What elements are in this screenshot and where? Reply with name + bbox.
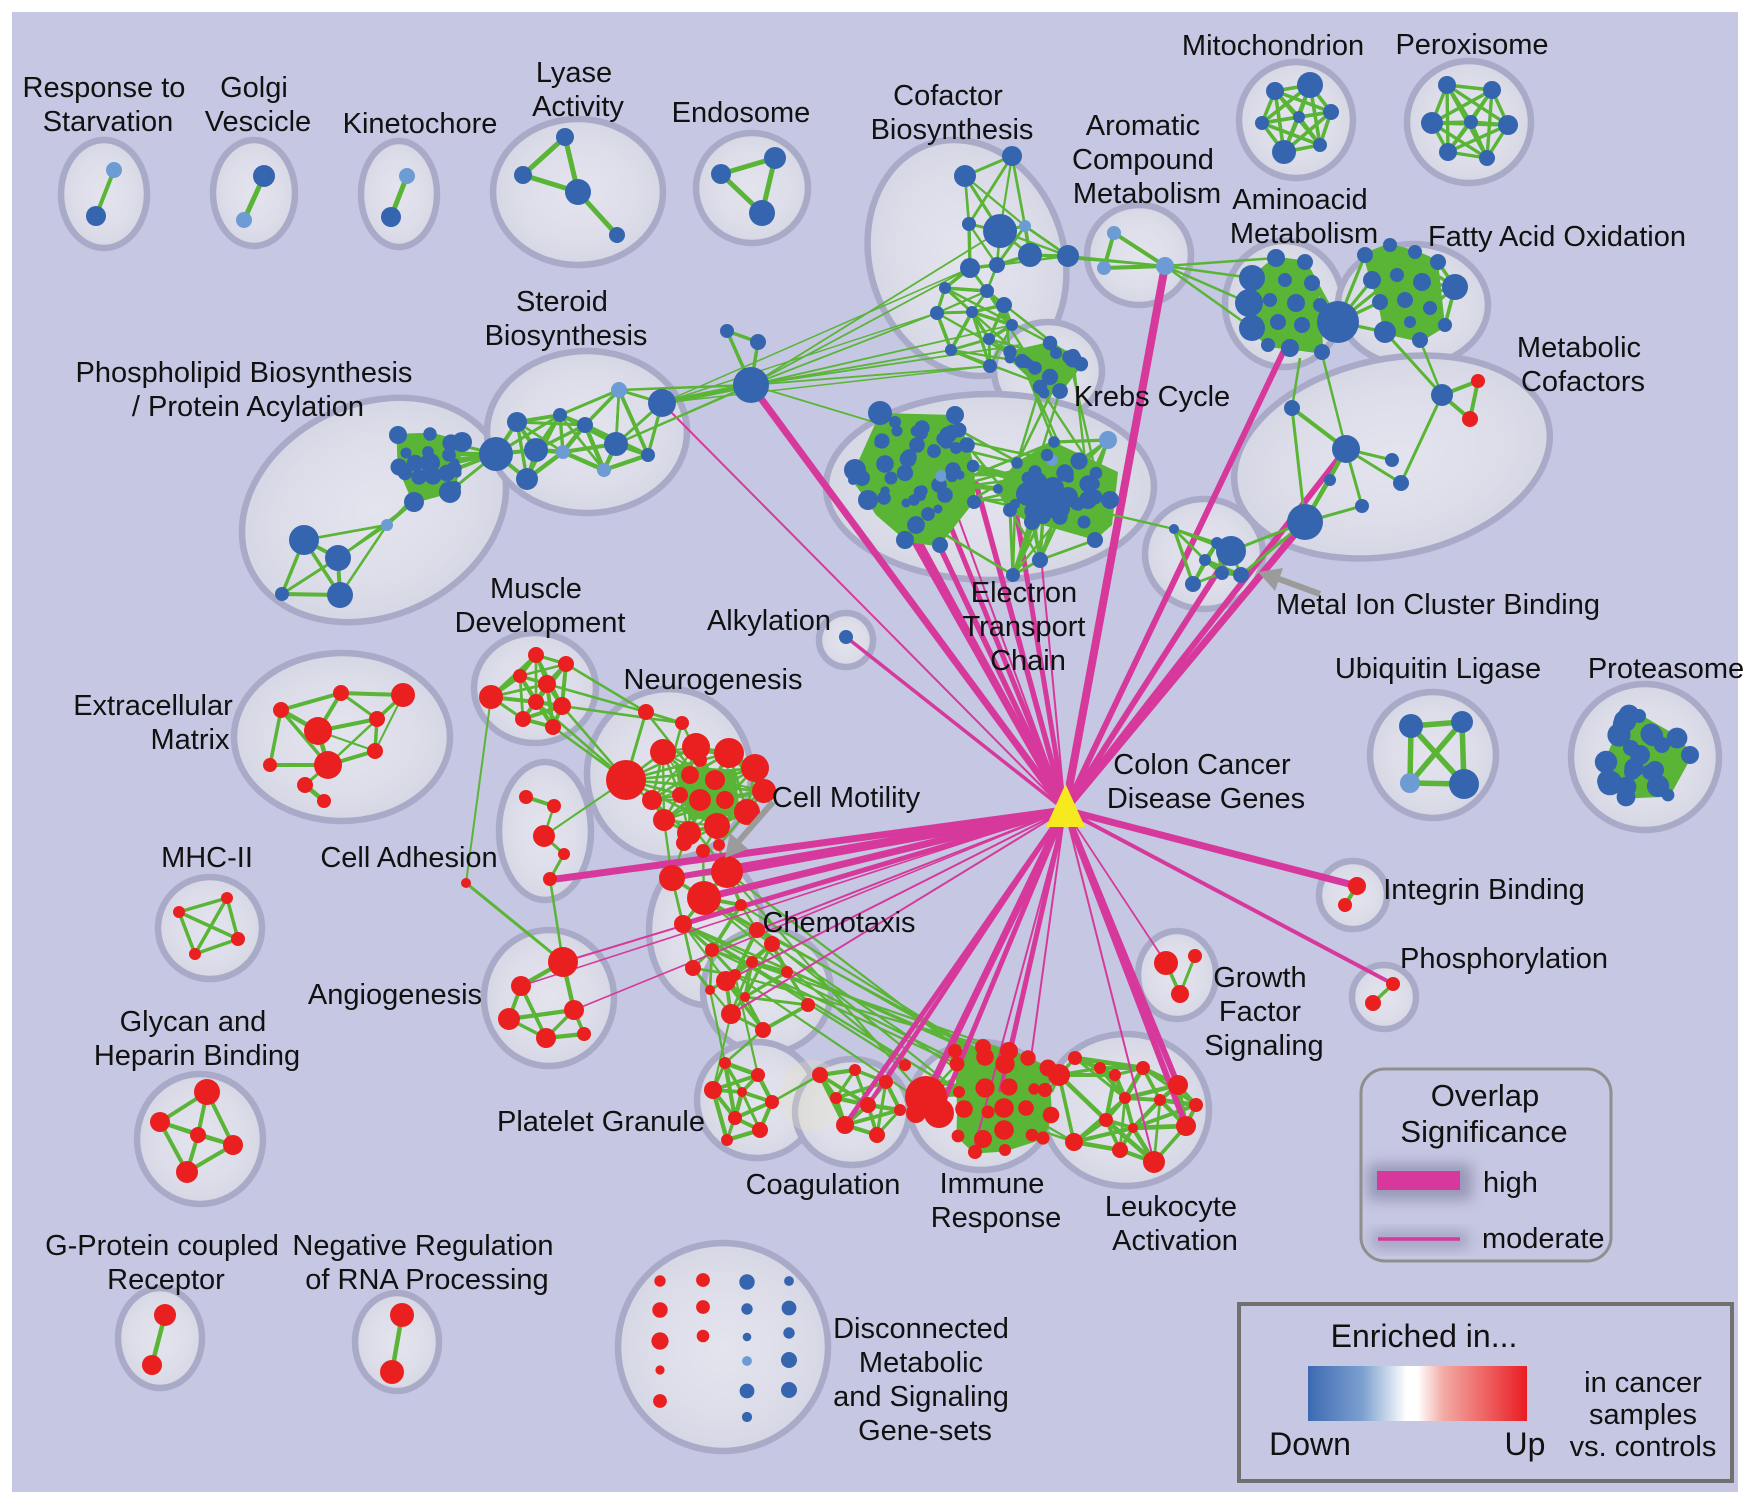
svg-text:Steroid Biosynthesis: Steroid Biosynthesis bbox=[485, 286, 648, 352]
svg-text:Matrix: Matrix bbox=[151, 724, 230, 756]
svg-text:Overlap: Overlap bbox=[1431, 1078, 1540, 1113]
svg-text:Phosphorylation: Phosphorylation bbox=[1400, 943, 1608, 975]
svg-text:Down: Down bbox=[1269, 1426, 1351, 1462]
svg-text:high: high bbox=[1483, 1167, 1538, 1199]
svg-text:Electron Transport Chain: Electron Transport Chain bbox=[962, 577, 1093, 677]
svg-text:Immune Response: Immune Response bbox=[931, 1168, 1062, 1234]
svg-text:Muscle Development: Muscle Development bbox=[455, 573, 626, 639]
svg-text:Alkylation: Alkylation bbox=[707, 605, 831, 637]
svg-text:Glycan and Heparin Binding: Glycan and Heparin Binding bbox=[94, 1006, 300, 1072]
svg-text:Peroxisome: Peroxisome bbox=[1395, 29, 1548, 61]
svg-text:Krebs Cycle: Krebs Cycle bbox=[1074, 381, 1230, 413]
svg-text:Kinetochore: Kinetochore bbox=[343, 108, 498, 140]
svg-text:G-Protein coupled Receptor: G-Protein coupled Receptor bbox=[45, 1230, 287, 1296]
svg-text:Integrin Binding: Integrin Binding bbox=[1383, 874, 1585, 906]
svg-text:Platelet Granule: Platelet Granule bbox=[497, 1106, 705, 1138]
svg-text:Negative Regulation of RNA Pro: Negative Regulation of RNA Processing bbox=[292, 1230, 561, 1296]
svg-text:Response to Starvation: Response to Starvation bbox=[23, 72, 194, 138]
svg-text:Disconnected Metabolic and Sig: Disconnected Metabolic and Signaling Gen… bbox=[833, 1313, 1017, 1447]
svg-text:Lyase Activity: Lyase Activity bbox=[532, 57, 624, 123]
svg-text:MHC-II: MHC-II bbox=[161, 842, 253, 874]
svg-text:moderate: moderate bbox=[1482, 1223, 1605, 1255]
svg-text:Leukocyte Activation: Leukocyte Activation bbox=[1105, 1191, 1245, 1257]
svg-text:Aminoacid Metabolism: Aminoacid Metabolism bbox=[1230, 184, 1378, 250]
svg-text:Cell Adhesion: Cell Adhesion bbox=[320, 842, 497, 874]
svg-text:Neurogenesis: Neurogenesis bbox=[624, 664, 803, 696]
svg-text:Growth Factor Signaling: Growth Factor Signaling bbox=[1204, 962, 1323, 1062]
svg-text:Angiogenesis: Angiogenesis bbox=[308, 979, 482, 1011]
svg-text:Phospholipid Biosynthesis / Pr: Phospholipid Biosynthesis / Protein Acyl… bbox=[76, 357, 421, 423]
svg-text:Metabolic Cofactors: Metabolic Cofactors bbox=[1517, 332, 1649, 398]
svg-text:Proteasome: Proteasome bbox=[1588, 653, 1744, 685]
svg-text:Chemotaxis: Chemotaxis bbox=[762, 907, 915, 939]
svg-text:samples: samples bbox=[1589, 1399, 1697, 1431]
svg-text:Mitochondrion: Mitochondrion bbox=[1182, 30, 1364, 62]
svg-text:vs. controls: vs. controls bbox=[1570, 1431, 1717, 1463]
svg-text:Cell Motility: Cell Motility bbox=[772, 782, 921, 814]
svg-text:Ubiquitin Ligase: Ubiquitin Ligase bbox=[1335, 653, 1541, 685]
svg-text:in cancer: in cancer bbox=[1584, 1367, 1702, 1399]
svg-text:Enriched in...: Enriched in... bbox=[1331, 1318, 1518, 1354]
svg-text:Colon Cancer Disease Genes: Colon Cancer Disease Genes bbox=[1107, 749, 1305, 815]
svg-text:Metal Ion Cluster Binding: Metal Ion Cluster Binding bbox=[1276, 589, 1600, 621]
svg-text:Cofactor Biosynthesis: Cofactor Biosynthesis bbox=[871, 80, 1034, 146]
svg-text:Endosome: Endosome bbox=[672, 97, 811, 129]
svg-text:Golgi Vescicle: Golgi Vescicle bbox=[205, 72, 311, 138]
svg-text:Up: Up bbox=[1505, 1426, 1546, 1462]
svg-text:Significance: Significance bbox=[1400, 1114, 1567, 1149]
svg-text:Coagulation: Coagulation bbox=[746, 1169, 901, 1201]
svg-text:Extracellular: Extracellular bbox=[73, 690, 233, 722]
svg-text:Fatty Acid Oxidation: Fatty Acid Oxidation bbox=[1428, 221, 1686, 253]
svg-text:Aromatic Compound Metabolism: Aromatic Compound Metabolism bbox=[1072, 110, 1222, 210]
